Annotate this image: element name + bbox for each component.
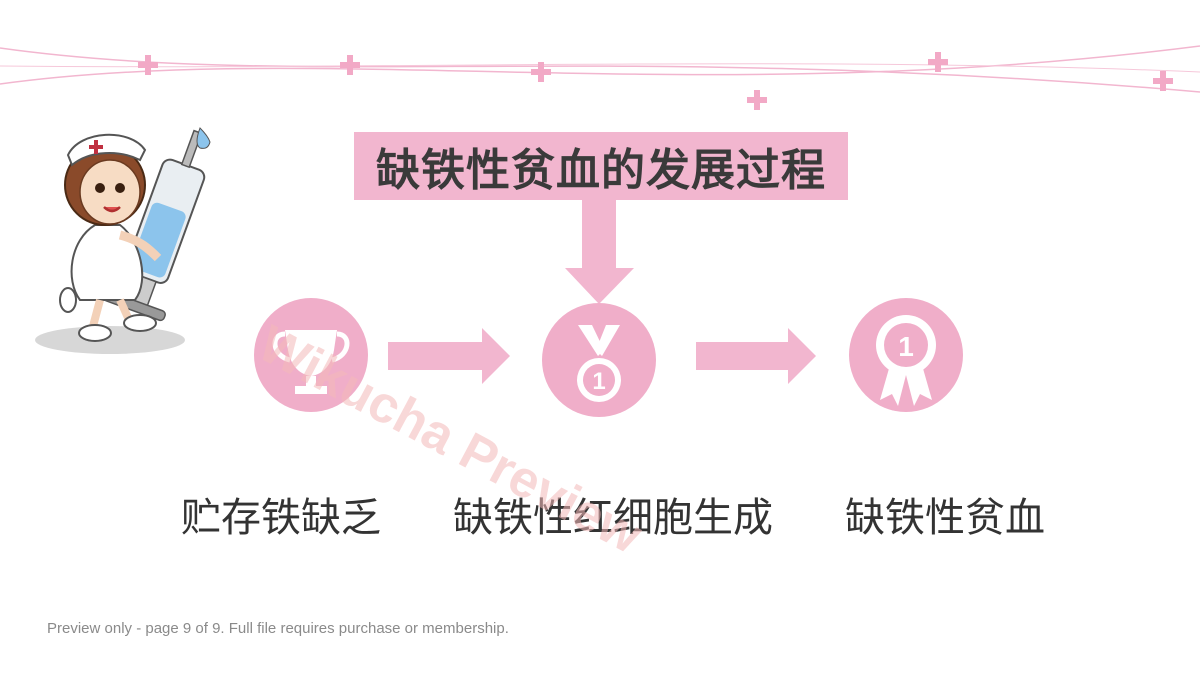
badge-number: 1 bbox=[898, 331, 914, 362]
cross-icon bbox=[747, 90, 767, 110]
cross-icon bbox=[340, 55, 360, 75]
preview-footer-note: Preview only - page 9 of 9. Full file re… bbox=[47, 620, 509, 637]
stage-label-iron-deficiency-anemia: 缺铁性贫血 bbox=[845, 495, 1045, 541]
right-arrow-icon bbox=[696, 328, 816, 384]
cross-icon bbox=[138, 55, 158, 75]
trophy-icon bbox=[254, 298, 368, 412]
title-banner: 缺铁性贫血的发展过程 bbox=[354, 132, 848, 200]
cross-icon bbox=[531, 62, 551, 82]
cross-icon bbox=[928, 52, 948, 72]
stage-label-iron-deficient-erythropoiesis: 缺铁性红细胞生成 bbox=[453, 495, 773, 541]
page-title: 缺铁性贫血的发展过程 bbox=[376, 145, 826, 196]
cross-icon bbox=[1153, 71, 1173, 91]
down-arrow-icon bbox=[565, 200, 634, 304]
stage-label-storage-iron-deficiency: 贮存铁缺乏 bbox=[181, 495, 381, 541]
right-arrow-icon bbox=[388, 328, 510, 384]
medal-icon: 1 bbox=[542, 303, 656, 417]
medal-number: 1 bbox=[592, 368, 605, 395]
rosette-badge-icon: 1 bbox=[849, 298, 963, 412]
